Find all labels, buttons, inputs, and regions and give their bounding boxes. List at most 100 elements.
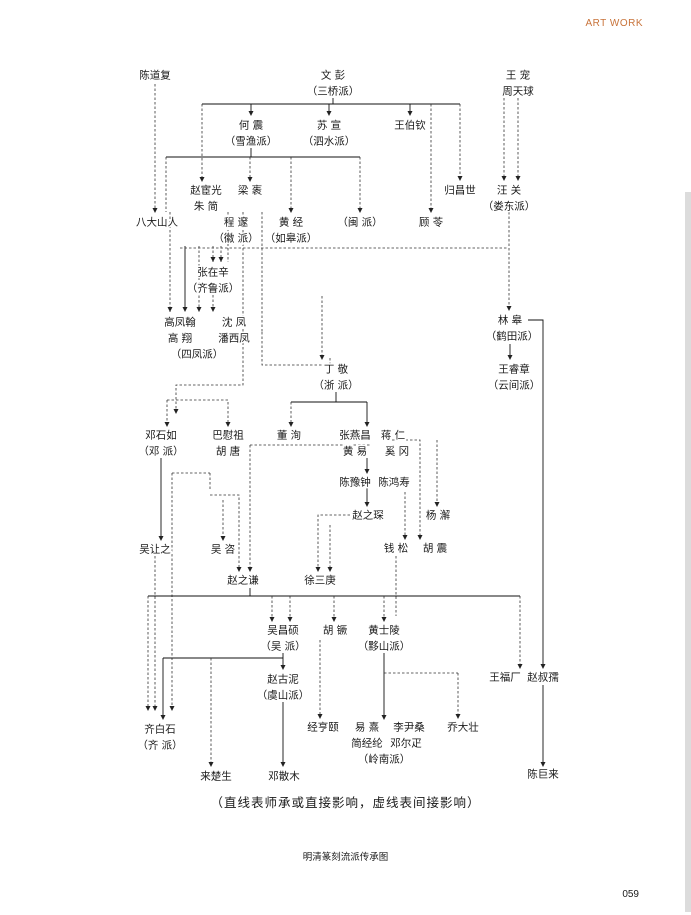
node-zhu-jian: 朱 简 <box>194 200 218 213</box>
lineage-edge <box>528 319 544 667</box>
node-yishan: （黟山派） <box>358 641 411 653</box>
header-label: ART WORK <box>585 18 643 29</box>
node-chen-daofu: 陈道复 <box>139 69 171 82</box>
node-zhao-guni: 赵古泥 <box>267 673 299 686</box>
edge-arrow <box>287 617 293 622</box>
edge-arrow <box>515 176 521 181</box>
node-dong-xun: 董 洵 <box>277 429 301 442</box>
node-zhao-zhichen: 赵之琛 <box>352 509 384 522</box>
edge-arrow <box>317 714 323 719</box>
edge-arrow <box>407 111 413 116</box>
edge-arrow <box>152 706 158 711</box>
node-gu-ling: 顾 苓 <box>419 216 444 229</box>
node-yunjian: （云间派） <box>488 379 541 392</box>
node-ding-jing: 丁 敬 <box>324 363 349 376</box>
edge-arrow <box>208 762 214 767</box>
node-lin-gao: 林 皋 <box>498 314 523 327</box>
edge-arrow <box>457 176 463 181</box>
edge-arrow <box>218 257 224 262</box>
node-zhao-huanguang: 赵宦光 <box>190 184 222 197</box>
node-zhang-zaixin: 张在辛 <box>197 266 229 279</box>
edge-arrow <box>196 307 202 312</box>
node-lai-chusheng: 来楚生 <box>200 770 232 783</box>
edge-arrow <box>210 307 216 312</box>
edge-arrow <box>160 715 166 720</box>
edge-arrow <box>280 762 286 767</box>
node-jian-jinglun: 简经纶 <box>351 737 383 750</box>
edge-arrow <box>381 715 387 720</box>
node-qian-song: 钱 松 <box>384 542 409 555</box>
node-liang-biao: 梁 袠 <box>238 184 263 197</box>
edge-arrow <box>164 422 170 427</box>
node-chen-hongshou: 陈鸿寿 <box>378 476 410 489</box>
node-qi-baishi: 齐白石 <box>144 723 176 736</box>
edge-arrow <box>540 664 546 669</box>
node-su-xuan: 苏 宣 <box>317 119 341 132</box>
node-deng: （邓 派） <box>138 446 183 458</box>
edge-arrow <box>364 469 370 474</box>
node-qi: （齐 派） <box>137 739 182 752</box>
node-yi-xi: 易 熹 <box>355 721 379 734</box>
lineage-edge <box>167 399 229 425</box>
page-number: 059 <box>622 889 639 900</box>
node-huang-jing: 黄 经 <box>279 216 304 229</box>
edge-arrow <box>501 176 507 181</box>
node-xu-sangeng: 徐三庚 <box>304 574 336 587</box>
node-wang-ruizhang: 王睿章 <box>498 363 530 376</box>
node-zhang-yanchang: 张燕昌 <box>339 430 371 442</box>
edge-arrow <box>364 502 370 507</box>
node-sifeng: （四凤派） <box>171 349 224 361</box>
edge-arrow <box>506 306 512 311</box>
edge-arrow <box>248 111 254 116</box>
node-zhou-tianqiu: 周天球 <box>502 85 534 98</box>
lineage-edge <box>175 212 244 412</box>
node-jiang-ren: 蒋 仁 <box>381 430 405 442</box>
edge-arrow <box>507 355 513 360</box>
node-min: （闽 派） <box>337 216 382 229</box>
edge-arrow <box>327 567 333 572</box>
node-gao-fenghan: 高凤翰 <box>164 316 196 329</box>
lineage-edge <box>317 514 350 570</box>
page-edge-shadow <box>685 192 691 912</box>
node-hui: （徽 派） <box>213 232 258 245</box>
edge-arrow <box>269 617 275 622</box>
node-huang-yi: 黄 易 <box>343 445 367 458</box>
edge-arrow <box>434 502 440 507</box>
edge-arrow <box>173 409 179 414</box>
edge-arrow <box>402 535 408 540</box>
node-yang-xie: 杨 澥 <box>426 509 451 522</box>
node-rugao: （如皋派） <box>265 232 318 245</box>
node-hu-zhen: 胡 震 <box>423 542 448 555</box>
edge-arrow <box>381 617 387 622</box>
lineage-edge <box>261 332 330 366</box>
edge-arrow <box>210 257 216 262</box>
figure-caption: 明清篆刻流派传承图 <box>302 852 389 863</box>
edge-arrow <box>417 535 423 540</box>
node-wang-guan: 汪 关 <box>497 184 522 197</box>
node-zhao-shuru: 赵叔孺 <box>527 671 559 684</box>
edge-arrow <box>319 355 325 360</box>
lineage-edge <box>392 439 421 502</box>
node-wu-changshuo: 吴昌硕 <box>267 625 299 637</box>
node-li-yinsang: 李尹桑 <box>393 721 425 734</box>
node-cheng-sui: 程 邃 <box>224 216 249 229</box>
node-putian: （鹤田派） <box>486 330 539 343</box>
node-wang-chong: 王 宠 <box>506 69 530 82</box>
node-shen-feng: 沈 凤 <box>222 316 247 329</box>
edge-arrow <box>364 422 370 427</box>
edge-arrow <box>280 665 286 670</box>
edge-arrow <box>145 706 151 711</box>
node-zhao-zhiqian: 赵之谦 <box>227 574 259 587</box>
node-wu-zi: 吴 咨 <box>211 543 235 556</box>
edge-arrow <box>331 617 337 622</box>
lineage-nodes: 陈道复文 彭（三桥派）王 宠周天球何 震（雪渔派）苏 宣（泗水派）王伯钦赵宦光梁… <box>135 67 561 784</box>
edge-arrow <box>540 762 546 767</box>
edge-arrow <box>199 177 205 182</box>
node-yushan: （虞山派） <box>257 689 310 702</box>
edge-arrow <box>326 111 332 116</box>
edge-arrow <box>288 208 294 213</box>
edge-arrow <box>247 177 253 182</box>
edge-arrow <box>152 208 158 213</box>
node-hu-tang: 胡 唐 <box>216 445 240 458</box>
